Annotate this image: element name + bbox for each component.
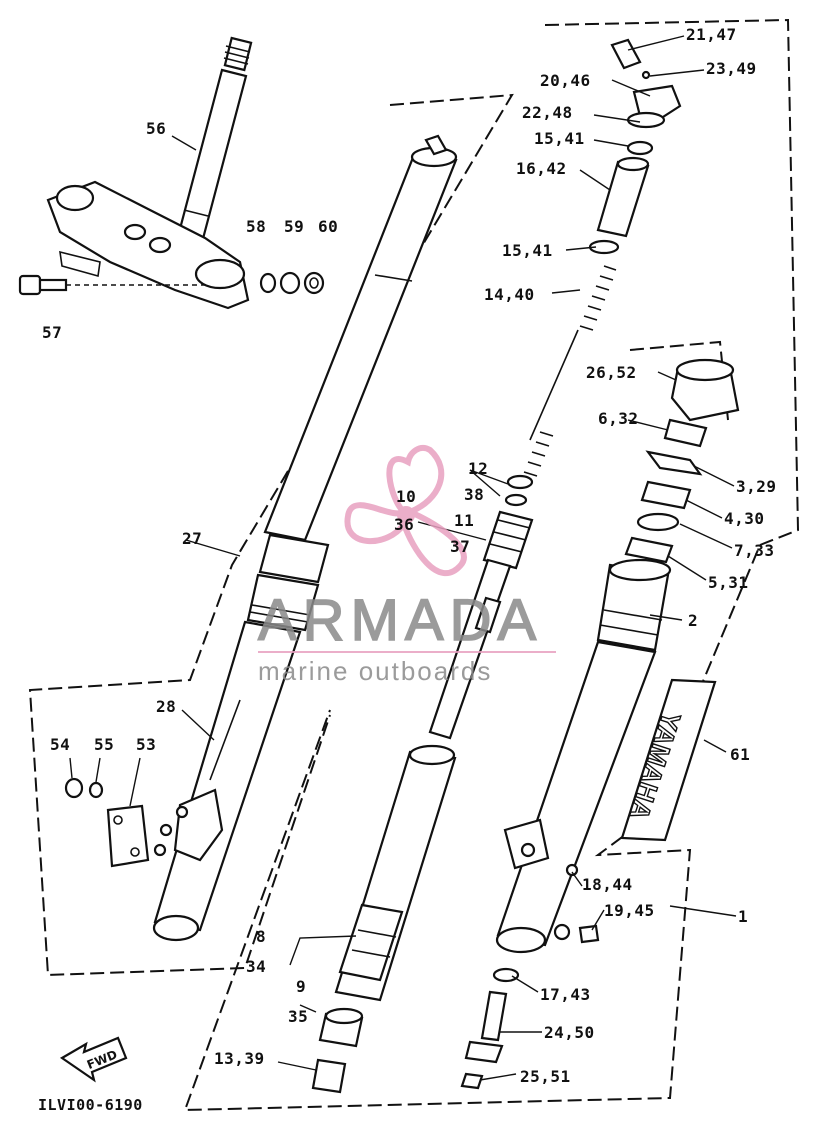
inner-fork-tube	[263, 134, 458, 542]
label-23-49: 23,49	[706, 59, 757, 78]
label-58: 58	[246, 217, 266, 236]
label-8: 8	[256, 927, 266, 946]
watermark: ARMADA marine outboards	[257, 444, 556, 686]
part-labels: 21,47 23,49 20,46 22,48 15,41 16,42 15,4…	[42, 25, 777, 1086]
fork-spring	[523, 265, 617, 477]
label-53: 53	[136, 735, 156, 754]
label-2: 2	[688, 611, 698, 630]
label-14-40: 14,40	[484, 285, 535, 304]
under-bracket	[46, 180, 250, 310]
label-25-51: 25,51	[520, 1067, 571, 1086]
label-55: 55	[94, 735, 114, 754]
bracket-bolt	[18, 274, 210, 296]
label-27: 27	[182, 529, 202, 548]
label-54: 54	[50, 735, 70, 754]
spacer	[588, 156, 650, 255]
diagram-code: ILVI00-6190	[38, 1096, 143, 1114]
leader-lines	[69, 35, 737, 1081]
label-26-52: 26,52	[586, 363, 637, 382]
holder-nut-washer	[64, 777, 104, 799]
label-3-29: 3,29	[736, 477, 777, 496]
bottom-parts	[311, 923, 600, 1094]
label-10: 10	[396, 487, 416, 506]
label-36: 36	[394, 515, 414, 534]
outline-inner-fork-group	[28, 93, 514, 977]
axle-holder	[106, 804, 150, 868]
label-37: 37	[450, 537, 470, 556]
label-12: 12	[468, 459, 488, 478]
label-57: 57	[42, 323, 62, 342]
washer-nut-set	[259, 271, 325, 295]
label-11: 11	[454, 511, 474, 530]
cylinder	[334, 744, 457, 1002]
label-17-43: 17,43	[540, 985, 591, 1004]
label-61: 61	[730, 745, 750, 764]
label-20-46: 20,46	[540, 71, 591, 90]
label-38: 38	[464, 485, 484, 504]
damper-rod	[428, 474, 534, 740]
label-34: 34	[246, 957, 266, 976]
label-60: 60	[318, 217, 338, 236]
steering-stem	[174, 36, 253, 252]
dust-seal	[670, 358, 740, 422]
label-4-30: 4,30	[724, 509, 765, 528]
label-22-48: 22,48	[522, 103, 573, 122]
label-6-32: 6,32	[598, 409, 639, 428]
watermark-logo-icon	[344, 444, 467, 577]
label-59: 59	[284, 217, 304, 236]
label-35: 35	[288, 1007, 308, 1026]
label-15-41-lower: 15,41	[502, 241, 553, 260]
label-13-39: 13,39	[214, 1049, 265, 1068]
label-5-31: 5,31	[708, 573, 749, 592]
label-21-47: 21,47	[686, 25, 737, 44]
watermark-brand: ARMADA	[258, 588, 542, 653]
outer-fork-tube	[152, 533, 330, 942]
label-1: 1	[738, 907, 748, 926]
outer-tube-right	[495, 558, 672, 954]
label-24-50: 24,50	[544, 1023, 595, 1042]
watermark-tagline: marine outboards	[258, 656, 492, 686]
label-9: 9	[296, 977, 306, 996]
label-7-33: 7,33	[734, 541, 775, 560]
label-56: 56	[146, 119, 166, 138]
fork-cap-bolt	[610, 38, 682, 156]
label-16-42: 16,42	[516, 159, 567, 178]
label-18-44: 18,44	[582, 875, 633, 894]
label-19-45: 19,45	[604, 901, 655, 920]
label-15-41-upper: 15,41	[534, 129, 585, 148]
fwd-arrow-badge: FWD	[59, 1036, 128, 1083]
label-28: 28	[156, 697, 176, 716]
seal-stack	[624, 418, 708, 564]
